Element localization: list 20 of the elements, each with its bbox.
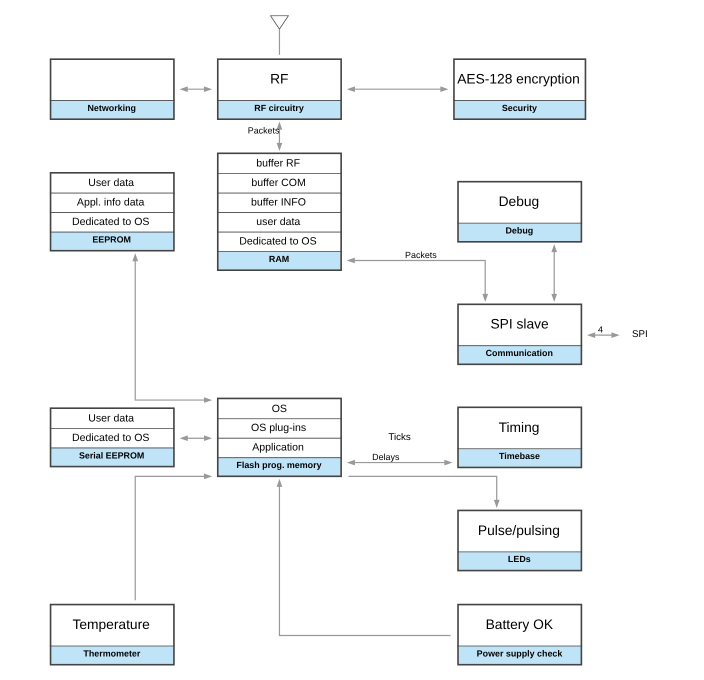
arrow: [179, 86, 212, 92]
edge-label: 4: [598, 324, 602, 335]
arrow: [346, 460, 452, 466]
arrow: [346, 86, 448, 92]
connector: [278, 29, 280, 55]
arrow: [134, 474, 212, 600]
arrow: [132, 253, 212, 403]
arrow: [550, 244, 557, 302]
edge-label: Delays: [372, 452, 399, 462]
arrow: [586, 332, 620, 338]
arrow: [346, 258, 488, 302]
arrow: [276, 121, 282, 152]
edge-label: Packets: [404, 250, 436, 260]
label: Ticks: [388, 432, 410, 443]
node-text: SPI: [631, 328, 648, 340]
node-picture: [269, 15, 289, 30]
arrow: [179, 435, 212, 442]
edge-label: Packets: [247, 126, 279, 136]
arrow: [276, 478, 450, 636]
arrow: [348, 476, 500, 508]
